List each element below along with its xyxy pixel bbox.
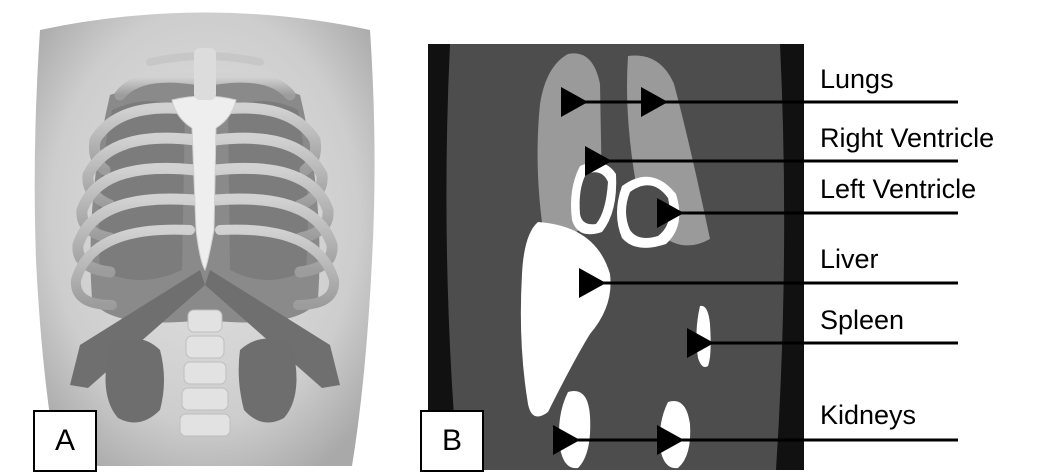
label-left-ventricle: Left Ventricle: [820, 176, 976, 203]
label-kidneys: Kidneys: [820, 402, 916, 429]
label-right-ventricle: Right Ventricle: [820, 125, 994, 152]
label-liver: Liver: [820, 246, 879, 273]
label-lungs: Lungs: [820, 66, 894, 93]
label-spleen: Spleen: [820, 307, 904, 334]
